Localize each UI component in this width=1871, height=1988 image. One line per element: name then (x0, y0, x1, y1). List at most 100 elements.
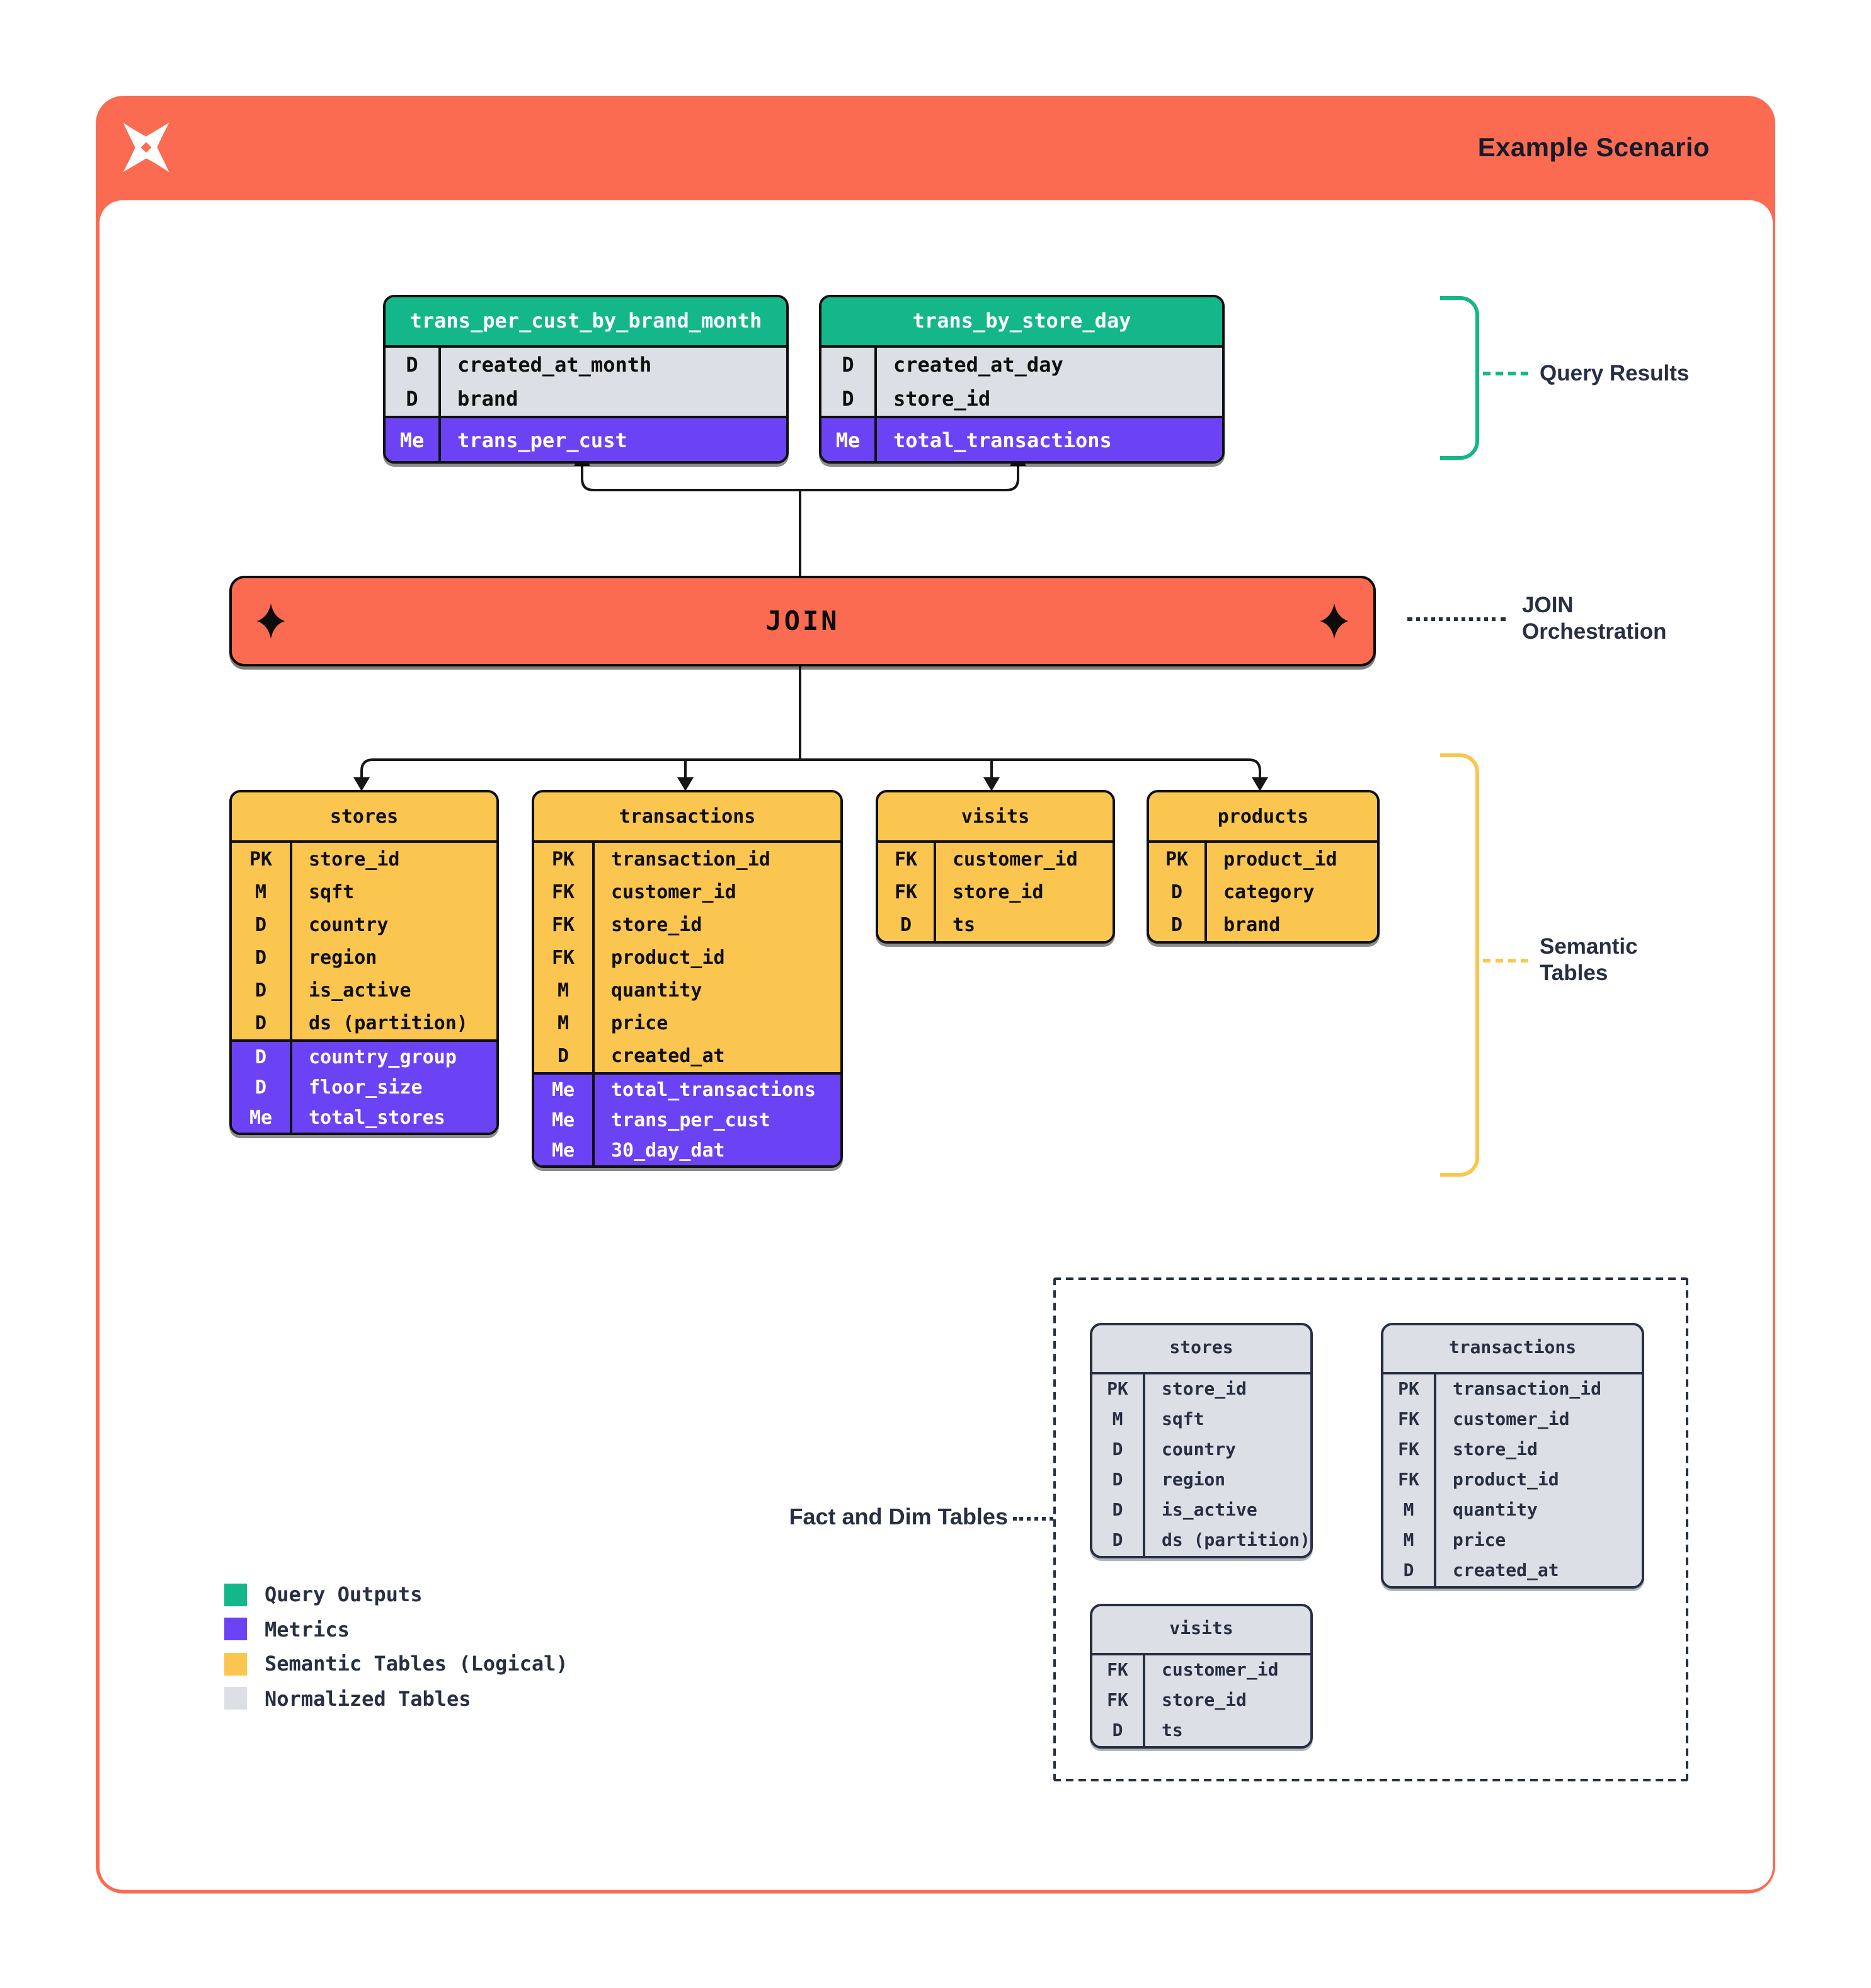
row-key: D (1092, 1526, 1145, 1556)
row-name: is_active (309, 979, 411, 1002)
row-key: FK (1383, 1405, 1436, 1435)
row-key: Me (534, 1135, 595, 1165)
row-name: sqft (309, 881, 355, 903)
row-name: sqft (1162, 1410, 1204, 1430)
table-row: PK product_id (1149, 843, 1377, 876)
row-name: total_transactions (893, 428, 1112, 452)
row-key: FK (1092, 1686, 1145, 1716)
row-name: country (1162, 1440, 1237, 1460)
page-title: Example Scenario (1477, 134, 1710, 163)
row-name: transaction_id (611, 848, 770, 871)
row-name: customer_id (953, 848, 1078, 871)
row-key: FK (878, 876, 936, 908)
semantic-tables-label: Semantic Tables (1540, 934, 1638, 985)
row-name: product_id (1223, 848, 1337, 871)
join-orchestration-label: JOIN Orchestration (1522, 592, 1667, 644)
row-key: D (821, 348, 877, 382)
table-title: trans_per_cust_by_brand_month (386, 297, 786, 348)
row-key: D (232, 908, 292, 941)
legend-item: Query Outputs (224, 1577, 568, 1611)
semantic-tables-connector (1483, 959, 1528, 963)
row-name: product_id (1453, 1470, 1559, 1490)
row-name: ds (partition) (1162, 1531, 1311, 1551)
table-title: stores (1092, 1325, 1310, 1374)
row-key: PK (232, 843, 292, 876)
row-key: D (232, 1007, 292, 1039)
row-name: created_at (1453, 1561, 1559, 1581)
row-key: FK (534, 941, 595, 974)
row-name: quantity (611, 979, 702, 1002)
row-key: D (232, 974, 292, 1007)
row-key: PK (1149, 843, 1207, 876)
legend-label: Normalized Tables (265, 1686, 471, 1710)
row-name: customer_id (611, 881, 736, 903)
row-name: 30_day_dat (611, 1139, 725, 1162)
row-key: D (878, 908, 936, 941)
query-results-connector (1483, 372, 1528, 375)
row-key: PK (1383, 1374, 1436, 1405)
row-key: M (1383, 1526, 1436, 1556)
sparkle-icon (1320, 603, 1349, 639)
row-name: total_transactions (611, 1078, 816, 1101)
row-name: store_id (893, 387, 991, 411)
legend-label: Query Outputs (265, 1582, 423, 1606)
fact-dim-connector (1013, 1517, 1053, 1521)
row-key: D (1092, 1465, 1145, 1495)
table-title: products (1149, 792, 1377, 843)
row-name: price (611, 1012, 668, 1034)
row-name: floor_size (309, 1076, 423, 1099)
join-label: JOIN (765, 606, 840, 636)
row-key: D (232, 941, 292, 974)
row-key: Me (386, 418, 441, 461)
fact-dim-label: Fact and Dim Tables (789, 1504, 1008, 1529)
row-key: D (386, 382, 441, 416)
row-name: country (309, 913, 389, 936)
row-name: region (1162, 1470, 1226, 1490)
row-key: D (534, 1039, 595, 1072)
legend-item: Metrics (224, 1612, 568, 1646)
row-name: ds (partition) (309, 1012, 468, 1034)
row-key: FK (1092, 1655, 1145, 1686)
row-name: ts (1162, 1721, 1183, 1741)
row-key: D (1092, 1716, 1145, 1746)
row-key: D (386, 348, 441, 382)
row-key: D (1092, 1435, 1145, 1465)
row-name: category (1223, 881, 1315, 903)
row-key: D (1092, 1495, 1145, 1526)
semantic-tables-bracket (1440, 753, 1479, 1177)
row-name: trans_per_cust (611, 1109, 770, 1131)
